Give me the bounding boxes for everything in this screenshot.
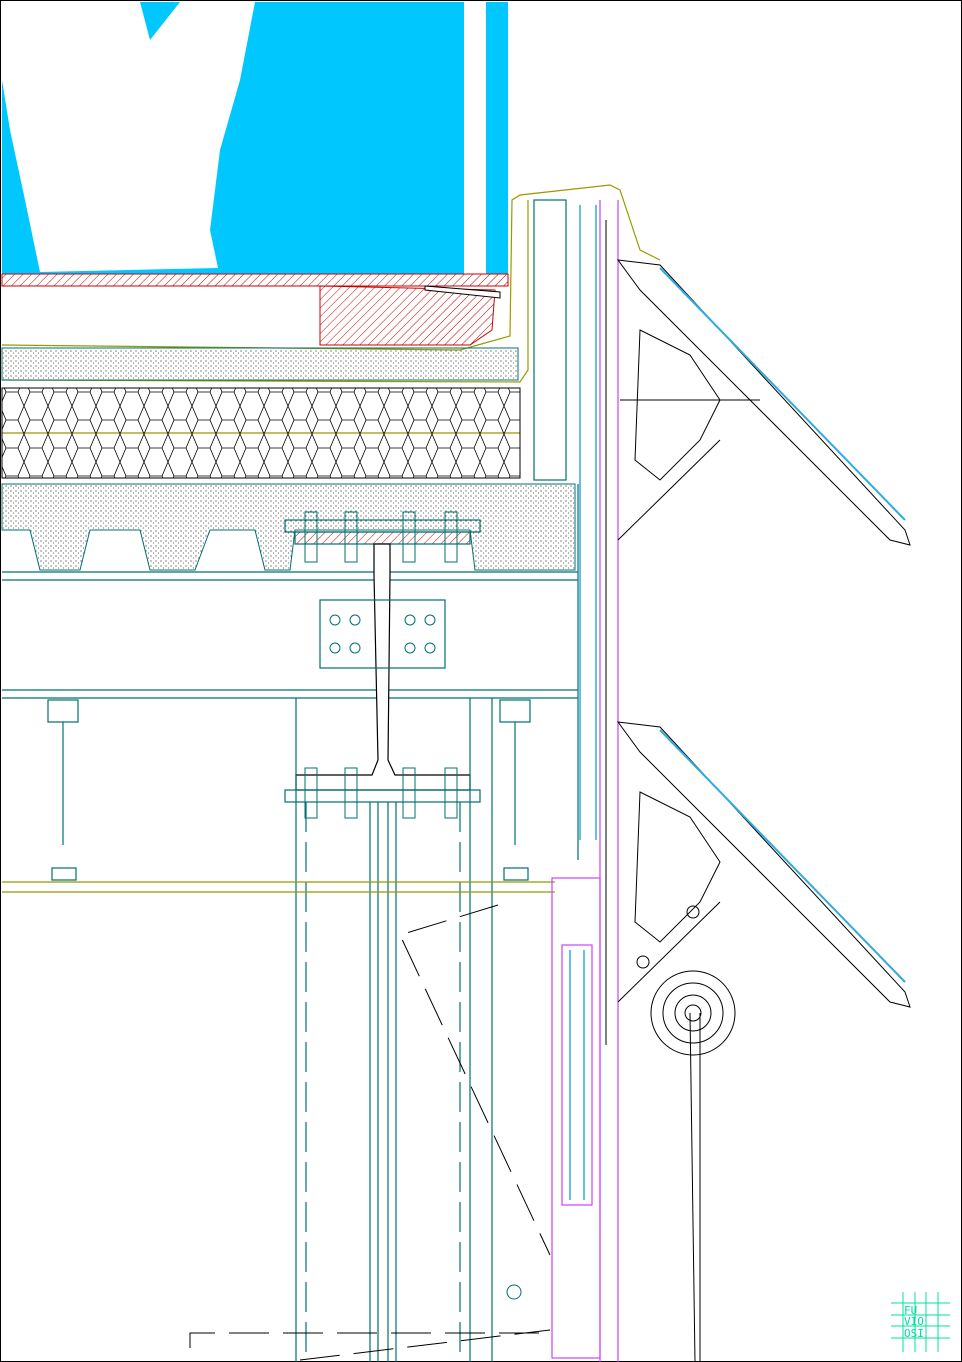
screed-layer xyxy=(1,347,519,381)
louvre-glass-upper xyxy=(659,267,906,521)
concrete-deck xyxy=(1,483,576,571)
logo: FU VIO OSI xyxy=(891,1292,950,1352)
floor-finish xyxy=(1,273,509,287)
door-swing xyxy=(189,904,551,1361)
bolts xyxy=(304,511,458,819)
facade-mullion xyxy=(551,200,619,1362)
door-handle xyxy=(506,1284,522,1300)
sky-area xyxy=(2,2,508,274)
insulation-layer xyxy=(1,387,521,479)
logo-row-1: FU xyxy=(904,1304,917,1317)
glazing xyxy=(569,205,597,1200)
louvre-upper xyxy=(616,259,911,546)
steel-structure xyxy=(2,199,579,1362)
flashing xyxy=(424,285,501,299)
person-silhouette xyxy=(2,2,255,272)
logo-row-3: OSI xyxy=(904,1327,924,1340)
logo-row-2: VIO xyxy=(904,1315,924,1328)
louvre-lower xyxy=(616,721,911,1362)
louvre-glass-lower xyxy=(659,729,906,983)
